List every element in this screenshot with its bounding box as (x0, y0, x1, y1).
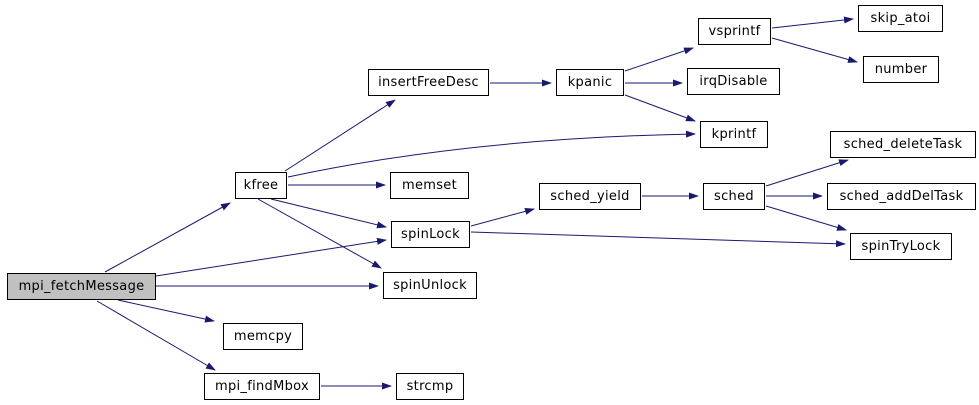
node-spinLock[interactable]: spinLock (391, 221, 470, 248)
edge-kfree-spinUnlock (257, 198, 382, 269)
node-vsprintf[interactable]: vsprintf (698, 18, 771, 45)
node-irqDisable[interactable]: irqDisable (687, 68, 780, 95)
edge-vsprintf-skip_atoi (771, 16, 854, 29)
node-kpanic[interactable]: kpanic (556, 69, 624, 96)
node-insertFreeDesc[interactable]: insertFreeDesc (368, 69, 489, 96)
node-memcpy[interactable]: memcpy (223, 323, 303, 350)
node-number[interactable]: number (863, 56, 939, 83)
edge-kfree-spinLock (270, 198, 387, 229)
edge-kpanic-kprintf (624, 94, 696, 122)
edge-mpi_fetchMessage-kfree (104, 202, 231, 273)
edge-sched-sched_deleteTask (765, 159, 849, 187)
edge-mpi_fetchMessage-spinLock (155, 237, 387, 277)
edge-vsprintf-number (771, 37, 858, 63)
node-spinTryLock[interactable]: spinTryLock (850, 233, 952, 260)
node-spinUnlock[interactable]: spinUnlock (383, 272, 477, 299)
node-sched_deleteTask[interactable]: sched_deleteTask (830, 131, 976, 158)
node-strcmp[interactable]: strcmp (396, 373, 464, 400)
edge-sched-spinTryLock (765, 205, 847, 231)
edge-kfree-kprintf (287, 130, 696, 178)
node-mpi_findMbox[interactable]: mpi_findMbox (204, 373, 320, 400)
edge-mpi_fetchMessage-mpi_findMbox (96, 300, 216, 371)
edge-kpanic-vsprintf (624, 47, 694, 72)
edge-spinLock-spinTryLock (470, 231, 846, 248)
node-kprintf[interactable]: kprintf (700, 121, 768, 148)
node-mpi_fetchMessage: mpi_fetchMessage (7, 273, 156, 300)
node-sched_yield[interactable]: sched_yield (539, 183, 641, 210)
node-memset[interactable]: memset (390, 172, 469, 199)
node-sched[interactable]: sched (703, 183, 765, 210)
node-kfree[interactable]: kfree (235, 172, 287, 199)
node-sched_addDelTask[interactable]: sched_addDelTask (827, 183, 976, 210)
edge-kfree-insertFreeDesc (284, 99, 396, 172)
edge-mpi_fetchMessage-memcpy (117, 299, 215, 323)
node-skip_atoi[interactable]: skip_atoi (858, 5, 943, 32)
edge-spinLock-sched_yield (470, 207, 535, 227)
